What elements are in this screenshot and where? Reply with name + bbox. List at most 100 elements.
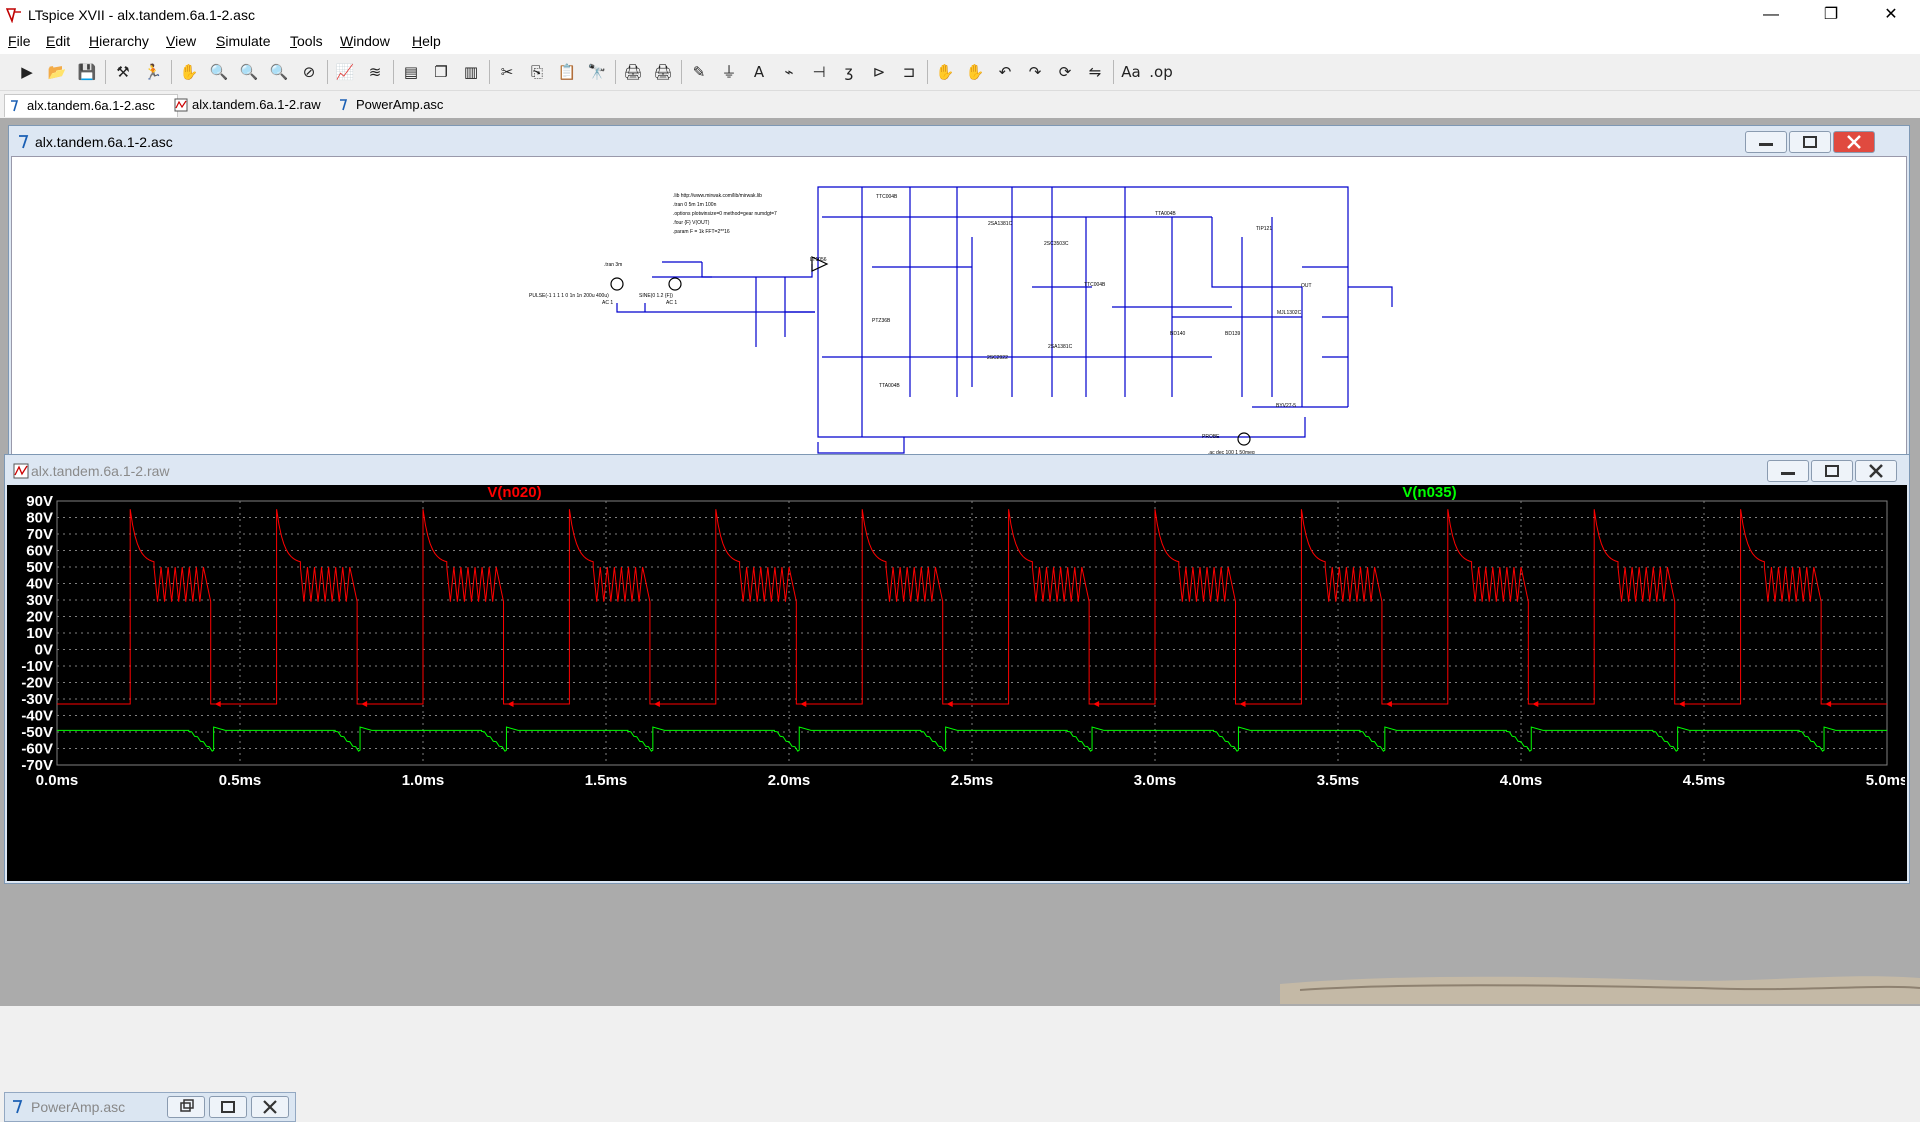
y-tick-label: 80V xyxy=(26,510,53,527)
minimize-button[interactable]: — xyxy=(1763,6,1779,23)
resistor-button[interactable]: ⌁ xyxy=(776,59,802,85)
series-line-n020 xyxy=(57,509,1887,705)
move-button[interactable]: ✋ xyxy=(932,59,958,85)
series-marker-n020 xyxy=(214,700,221,707)
zoom-cancel-button[interactable]: ⊘ xyxy=(296,59,322,85)
text-button[interactable]: Aa xyxy=(1118,59,1144,85)
menu-file[interactable]: File xyxy=(8,33,31,49)
pan-icon: ✋ xyxy=(179,63,199,81)
schematic-window-titlebar[interactable]: alx.tandem.6a.1-2.asc xyxy=(9,126,1909,156)
series-label-n020[interactable]: V(n020) xyxy=(487,484,541,501)
menu-window[interactable]: Window xyxy=(340,33,390,49)
ground-button[interactable]: ⏚ xyxy=(716,59,742,85)
zoom-full-button[interactable]: 🔍 xyxy=(266,59,292,85)
series-marker-n020 xyxy=(1825,700,1832,707)
y-tick-label: -20V xyxy=(21,675,53,692)
diode-button[interactable]: ⊳ xyxy=(866,59,892,85)
schematic-drawing[interactable]: .lib http://www.mirwak.com/lib/mirwak.li… xyxy=(12,157,1906,535)
cut-button[interactable]: ✂ xyxy=(494,59,520,85)
q11-label: BD139 xyxy=(1225,331,1241,337)
wave-close-button[interactable] xyxy=(1855,460,1897,482)
zoom-out-icon: 🔍 xyxy=(239,63,259,81)
series-marker-n020 xyxy=(1385,700,1392,707)
mirror-button[interactable]: ⇋ xyxy=(1082,59,1108,85)
copy-icon: ⎘ xyxy=(530,63,543,81)
control-panel-button[interactable]: ⚒ xyxy=(110,59,136,85)
waveform-window-titlebar[interactable]: alx.tandem.6a.1-2.raw xyxy=(5,455,1909,485)
y-tick-label: 40V xyxy=(26,576,53,593)
autorange-button[interactable]: 📈 xyxy=(332,59,358,85)
zoom-in-button[interactable]: 🔍 xyxy=(206,59,232,85)
tab-raw[interactable]: alx.tandem.6a.1-2.raw xyxy=(170,94,342,116)
status-bar xyxy=(0,1006,1920,1030)
drag-button[interactable]: ✋ xyxy=(962,59,988,85)
y-tick-label: -60V xyxy=(21,741,53,758)
child-minimize-button[interactable] xyxy=(1745,131,1787,153)
waveform-chart[interactable]: 90V80V70V60V50V40V30V20V10V0V-10V-20V-30… xyxy=(7,484,1908,879)
schematic-window-title: alx.tandem.6a.1-2.asc xyxy=(35,134,173,150)
rotate-button[interactable]: ⟳ xyxy=(1052,59,1078,85)
series-marker-n020 xyxy=(1678,700,1685,707)
tile-horizontal-button[interactable]: ▤ xyxy=(398,59,424,85)
label-net-button[interactable]: A xyxy=(746,59,772,85)
wave-maximize-button[interactable] xyxy=(1811,460,1853,482)
component-button[interactable]: ⊐ xyxy=(896,59,922,85)
waveform-button[interactable]: ≋ xyxy=(362,59,388,85)
find-button[interactable]: 🔭 xyxy=(584,59,610,85)
undo-icon: ↶ xyxy=(998,63,1012,81)
print-setup-button[interactable]: 🖨 xyxy=(650,59,676,85)
menu-hierarchy[interactable]: Hierarchy xyxy=(89,33,149,49)
child-close-button[interactable] xyxy=(1833,131,1875,153)
tab-schematic[interactable]: alx.tandem.6a.1-2.asc xyxy=(4,94,178,117)
move-icon: ✋ xyxy=(935,63,955,81)
redo-button[interactable]: ↷ xyxy=(1022,59,1048,85)
wave-minimize-button[interactable] xyxy=(1767,460,1809,482)
capacitor-icon: ⊣ xyxy=(812,63,826,81)
paste-button[interactable]: 📋 xyxy=(554,59,580,85)
save-icon: 💾 xyxy=(77,63,97,81)
q7-label: 2SA1381C xyxy=(988,221,1013,227)
capacitor-button[interactable]: ⊣ xyxy=(806,59,832,85)
cascade-button[interactable]: ❐ xyxy=(428,59,454,85)
series-label-n035[interactable]: V(n035) xyxy=(1402,484,1456,501)
spice-directive-button[interactable]: .op xyxy=(1148,59,1174,85)
poweramp-minimized-window[interactable]: PowerAmp.asc xyxy=(4,1092,296,1122)
menu-tools[interactable]: Tools xyxy=(290,33,323,49)
tile-vertical-button[interactable]: ▥ xyxy=(458,59,484,85)
q4-label: MJL1302C xyxy=(1277,310,1302,316)
label-net-icon: A xyxy=(753,63,765,81)
y-tick-label: -30V xyxy=(21,691,53,708)
undo-button[interactable]: ↶ xyxy=(992,59,1018,85)
pan-button[interactable]: ✋ xyxy=(176,59,202,85)
poweramp-close-button[interactable] xyxy=(251,1096,289,1118)
autorange-icon: 📈 xyxy=(335,63,355,81)
menu-edit[interactable]: Edit xyxy=(46,33,71,49)
pencil-button[interactable]: ✎ xyxy=(686,59,712,85)
run-button[interactable]: 🏃 xyxy=(140,59,166,85)
child-maximize-button[interactable] xyxy=(1789,131,1831,153)
print-button[interactable]: 🖨 xyxy=(620,59,646,85)
tab-poweramp[interactable]: PowerAmp.asc xyxy=(334,94,476,116)
zoom-out-button[interactable]: 🔍 xyxy=(236,59,262,85)
series-marker-n020 xyxy=(361,700,368,707)
open-button[interactable]: 📂 xyxy=(44,59,70,85)
close-button[interactable]: ✕ xyxy=(1884,6,1898,23)
restore-button[interactable]: ❐ xyxy=(1823,6,1839,23)
schematic-icon xyxy=(11,100,19,112)
menu-simulate[interactable]: Simulate xyxy=(216,33,271,49)
q14-label: TTA004B xyxy=(1155,211,1176,217)
menu-view[interactable]: View xyxy=(166,33,197,49)
poweramp-restore-button[interactable] xyxy=(167,1096,205,1118)
q1-label: TTC004B xyxy=(876,194,898,200)
x-tick-label: 3.0ms xyxy=(1134,772,1177,789)
new-schematic-button[interactable]: ▶ xyxy=(14,59,40,85)
y-tick-label: 50V xyxy=(26,559,53,576)
copy-button[interactable]: ⎘ xyxy=(524,59,550,85)
inductor-button[interactable]: ʒ xyxy=(836,59,862,85)
spice-directive-icon: .op xyxy=(1149,63,1173,81)
save-button[interactable]: 💾 xyxy=(74,59,100,85)
q9-label: TIP121 xyxy=(1256,226,1272,232)
poweramp-maximize-button[interactable] xyxy=(209,1096,247,1118)
menu-help[interactable]: Help xyxy=(412,33,441,49)
